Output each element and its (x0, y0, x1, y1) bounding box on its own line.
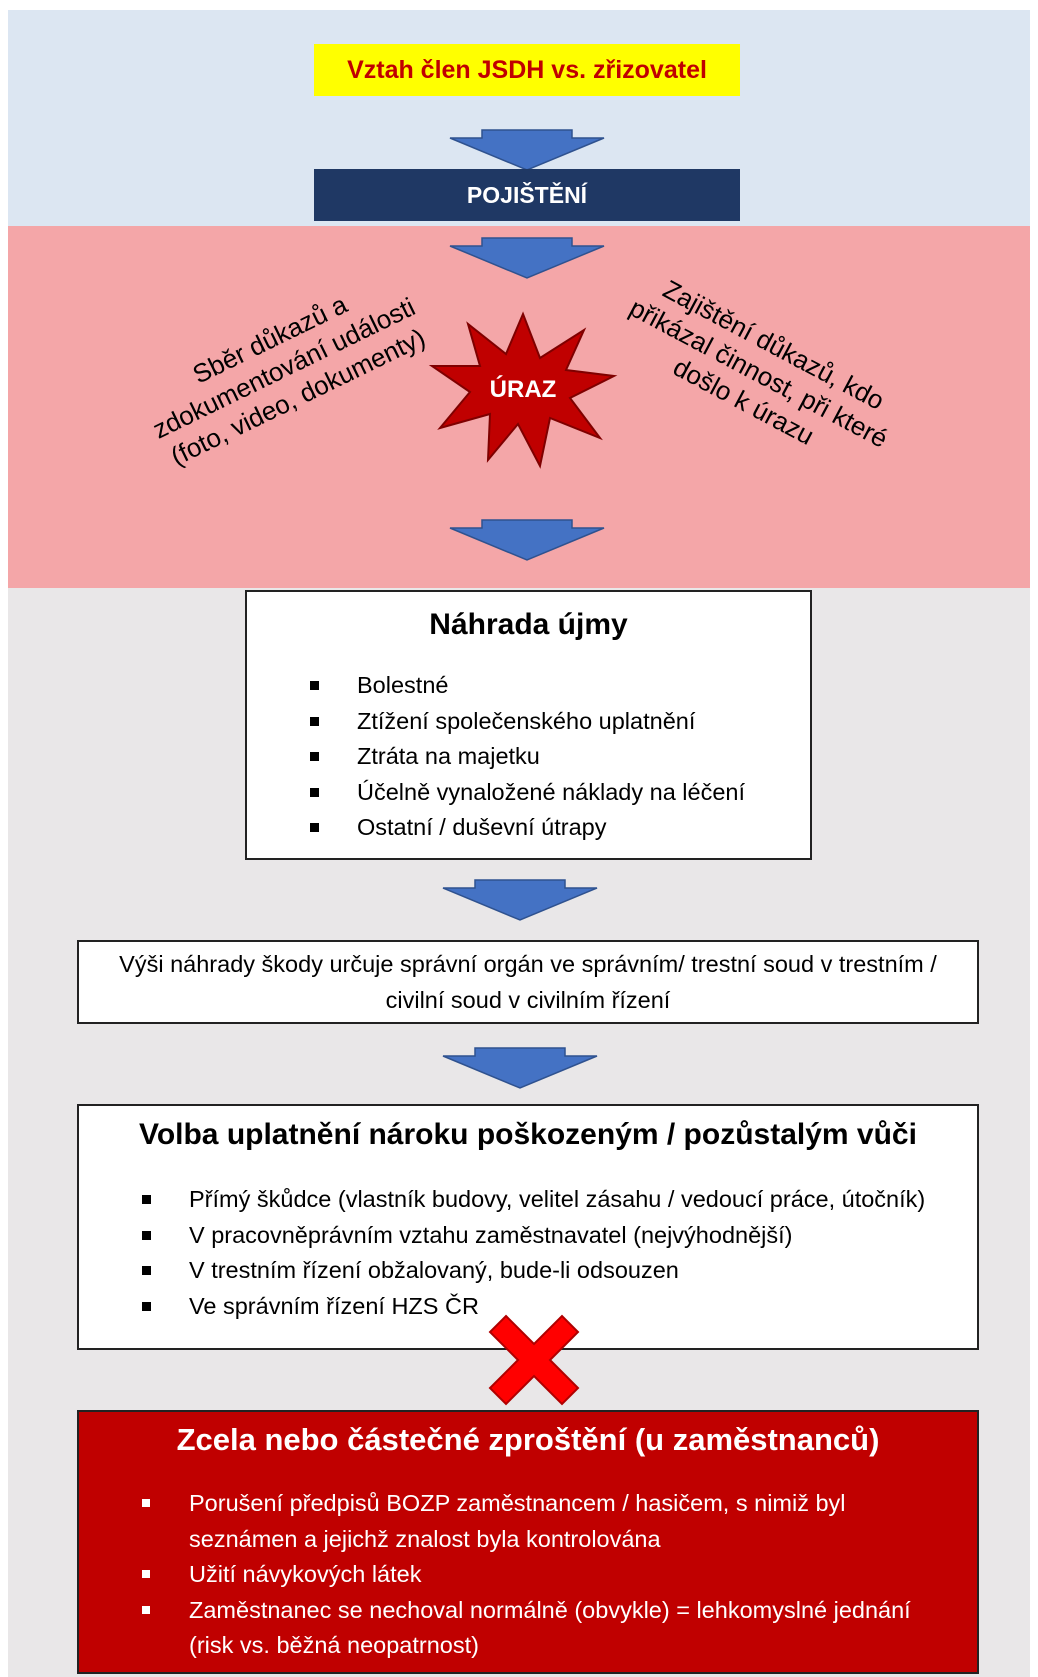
claims-box: Volba uplatnění nároku poškozeným / pozů… (77, 1104, 979, 1350)
list-item: Účelně vynaložené náklady na léčení (310, 775, 745, 811)
compensation-amount-box: Výši náhrady škody určuje správní orgán … (77, 940, 979, 1024)
exemption-list: Porušení předpisů BOZP zaměstnancem / ha… (142, 1486, 962, 1664)
explosion-icon (428, 311, 618, 469)
claims-list: Přímý škůdce (vlastník budovy, velitel z… (142, 1182, 925, 1324)
claims-title: Volba uplatnění nároku poškozeným / pozů… (139, 1118, 917, 1151)
damages-box: Náhrada újmy Bolestné Ztížení společensk… (245, 590, 812, 860)
list-item: Ztížení společenského uplatnění (310, 704, 745, 740)
exemption-box: Zcela nebo částečné zproštění (u zaměstn… (77, 1410, 979, 1674)
damages-list: Bolestné Ztížení společenského uplatnění… (310, 668, 745, 846)
damages-title: Náhrada újmy (429, 608, 628, 641)
list-item: Ve správním řízení HZS ČR (142, 1289, 925, 1325)
cross-icon (488, 1314, 580, 1406)
list-item: Bolestné (310, 668, 745, 704)
down-arrow-icon (449, 129, 605, 171)
injury-label: ÚRAZ (489, 376, 557, 403)
down-arrow-icon (442, 1047, 598, 1089)
list-item: Ostatní / duševní útrapy (310, 810, 745, 846)
down-arrow-icon (449, 519, 605, 561)
list-item: V pracovněprávním vztahu zaměstnavatel (… (142, 1218, 925, 1254)
list-item: V trestním řízení obžalovaný, bude-li od… (142, 1253, 925, 1289)
insurance-box: POJIŠTĚNÍ (314, 169, 740, 221)
down-arrow-icon (442, 879, 598, 921)
injury-burst: ÚRAZ (428, 310, 618, 470)
list-item: Přímý škůdce (vlastník budovy, velitel z… (142, 1182, 925, 1218)
relationship-title: Vztah člen JSDH vs. zřizovatel (314, 44, 740, 96)
exemption-title: Zcela nebo částečné zproštění (u zaměstn… (176, 1422, 880, 1457)
list-item: Zaměstnanec se nechoval normálně (obvykl… (142, 1593, 962, 1664)
down-arrow-icon (449, 237, 605, 279)
list-item: Porušení předpisů BOZP zaměstnancem / ha… (142, 1486, 962, 1557)
list-item: Užití návykových látek (142, 1557, 962, 1593)
list-item: Ztráta na majetku (310, 739, 745, 775)
